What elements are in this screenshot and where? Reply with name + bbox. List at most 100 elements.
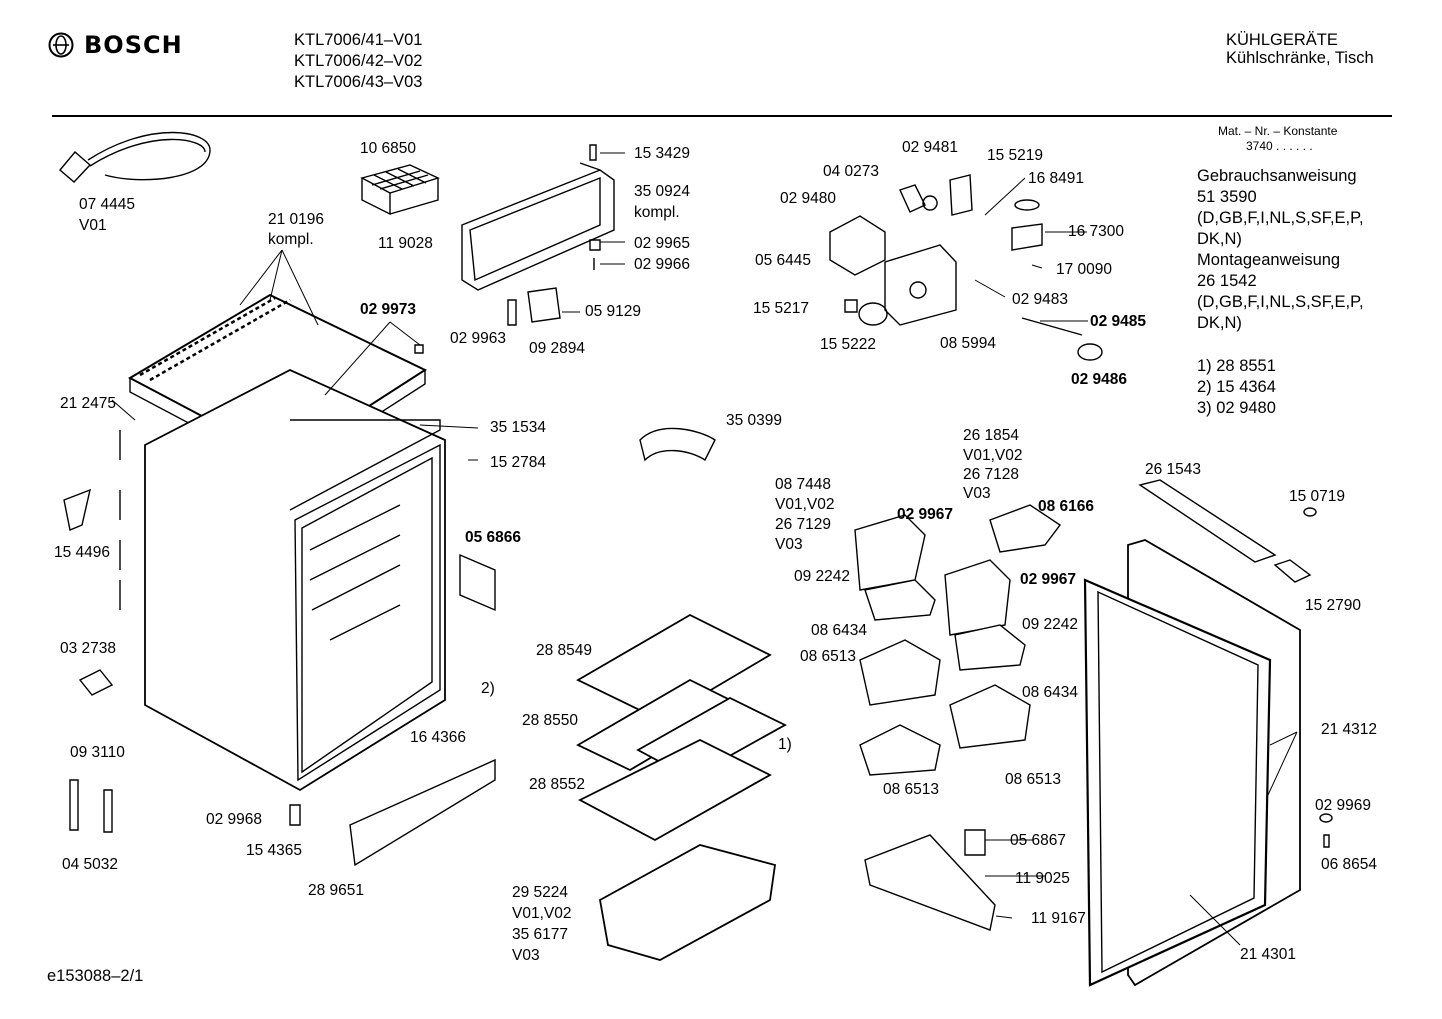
variant-label: V03 — [775, 536, 803, 553]
part-label-289651: 28 9651 — [308, 882, 365, 899]
footnote-marker-1: 1) — [778, 736, 792, 753]
part-label-059129: 05 9129 — [585, 303, 642, 320]
fridge-door-part — [1085, 480, 1310, 985]
model-number-1: KTL7006/41–V01 — [294, 31, 423, 49]
part-label-086434: 08 6434 — [811, 622, 868, 639]
mat-nr-value: 3740 . . . . . . — [1246, 139, 1313, 153]
bosch-logo: BOSCH — [48, 30, 183, 60]
part-label-212475: 21 2475 — [60, 395, 117, 412]
footnote-marker-2: 2) — [481, 680, 495, 697]
brand-name: BOSCH — [84, 31, 183, 59]
part-label-029967: 02 9967 — [1020, 571, 1077, 588]
category-subtitle: Kühlschränke, Tisch — [1226, 49, 1374, 67]
footnote-1: 1) 28 8551 — [1197, 357, 1276, 375]
variant-label: V01,V02 — [963, 447, 1023, 464]
variant-label: V01,V02 — [512, 905, 572, 922]
mat-nr-label: Mat. – Nr. – Konstante — [1218, 124, 1338, 138]
part-label-154496: 15 4496 — [54, 544, 111, 561]
part-label-214312: 21 4312 — [1321, 721, 1378, 738]
part-label-261854: 26 1854 — [963, 427, 1020, 444]
leader-lines — [112, 153, 1297, 945]
part-label-350924: 35 0924 — [634, 183, 691, 200]
part-label-029481: 02 9481 — [902, 139, 959, 156]
variant-label: V01,V02 — [775, 496, 835, 513]
footnote-3: 3) 02 9480 — [1197, 399, 1276, 417]
part-label-288550: 28 8550 — [522, 712, 579, 729]
part-label-210196: 21 0196 — [268, 211, 325, 228]
part-label-029486: 02 9486 — [1071, 371, 1128, 388]
hinge-parts — [508, 240, 600, 325]
part-label-106850: 10 6850 — [360, 140, 417, 157]
part-label-029483: 02 9483 — [1012, 291, 1069, 308]
part-label-164366: 16 4366 — [410, 729, 467, 746]
part-label-092242: 09 2242 — [1022, 616, 1079, 633]
ice-tray-part — [362, 165, 438, 214]
model-number-3: KTL7006/43–V03 — [294, 73, 423, 91]
part-label-029480: 02 9480 — [780, 190, 837, 207]
thermostat-assembly-part — [830, 175, 1042, 325]
part-label-350399: 35 0399 — [726, 412, 783, 429]
part-label-029973: 02 9973 — [360, 301, 417, 318]
part-label-029485: 02 9485 — [1090, 313, 1147, 330]
part-label-119028: 11 9028 — [378, 235, 433, 252]
variant-label: V03 — [512, 947, 540, 964]
part-label-029969: 02 9969 — [1315, 797, 1372, 814]
doc-line-6: 26 1542 — [1197, 272, 1257, 290]
freezer-door-part — [462, 145, 614, 290]
part-label-119167: 11 9167 — [1031, 910, 1086, 927]
model-number-2: KTL7006/42–V02 — [294, 52, 423, 70]
part-label-168491: 16 8491 — [1028, 170, 1085, 187]
doc-line-8: DK,N) — [1197, 314, 1242, 332]
part-label-155217: 15 5217 — [753, 300, 810, 317]
part-label-267128: 26 7128 — [963, 466, 1020, 483]
part-label-295224: 29 5224 — [512, 884, 569, 901]
variant-label: V01 — [79, 217, 107, 234]
doc-line-7: (D,GB,F,I,NL,S,SF,E,P, — [1197, 293, 1364, 311]
part-label-032738: 03 2738 — [60, 640, 117, 657]
part-label-152790: 15 2790 — [1305, 597, 1362, 614]
part-label-086166: 08 6166 — [1038, 498, 1095, 515]
part-label-056867: 05 6867 — [1010, 832, 1067, 849]
header-rule — [52, 115, 1392, 117]
part-label-214301: 21 4301 — [1240, 946, 1297, 963]
part-label-155219: 15 5219 — [987, 147, 1044, 164]
part-label-154365: 15 4365 — [246, 842, 303, 859]
fridge-body-part — [120, 370, 445, 790]
part-label-170090: 17 0090 — [1056, 261, 1113, 278]
part-label-074445: 07 4445 — [79, 196, 136, 213]
part-label-086434: 08 6434 — [1022, 684, 1079, 701]
doc-line-2: 51 3590 — [1197, 188, 1257, 206]
kompl-label: kompl. — [268, 231, 314, 248]
part-label-056866: 05 6866 — [465, 529, 522, 546]
bosch-armature-icon — [48, 32, 74, 58]
door-bins-part — [855, 505, 1060, 930]
part-label-029966: 02 9966 — [634, 256, 691, 273]
part-label-288549: 28 8549 — [536, 642, 593, 659]
part-label-288552: 28 8552 — [529, 776, 586, 793]
part-label-267129: 26 7129 — [775, 516, 832, 533]
part-label-029963: 02 9963 — [450, 330, 507, 347]
part-label-351534: 35 1534 — [490, 419, 547, 436]
power-cord-part — [60, 133, 210, 183]
part-label-085994: 08 5994 — [940, 335, 997, 352]
variant-label: V03 — [963, 485, 991, 502]
misc-small-parts — [64, 318, 1332, 865]
doc-line-1: Gebrauchsanweisung — [1197, 167, 1357, 185]
part-label-086513: 08 6513 — [1005, 771, 1062, 788]
part-label-150719: 15 0719 — [1289, 488, 1346, 505]
part-label-093110: 09 3110 — [70, 744, 125, 761]
part-label-152784: 15 2784 — [490, 454, 547, 471]
doc-line-4: DK,N) — [1197, 230, 1242, 248]
category-title: KÜHLGERÄTE — [1226, 31, 1338, 49]
part-label-092242: 09 2242 — [794, 568, 851, 585]
part-label-040273: 04 0273 — [823, 163, 880, 180]
part-label-092894: 09 2894 — [529, 340, 586, 357]
part-label-086513: 08 6513 — [800, 648, 857, 665]
part-label-356177: 35 6177 — [512, 926, 569, 943]
figure-id: e153088–2/1 — [47, 967, 144, 985]
footnote-2: 2) 15 4364 — [1197, 378, 1276, 396]
part-label-056445: 05 6445 — [755, 252, 812, 269]
part-label-086513: 08 6513 — [883, 781, 940, 798]
doc-line-5: Montageanweisung — [1197, 251, 1341, 269]
